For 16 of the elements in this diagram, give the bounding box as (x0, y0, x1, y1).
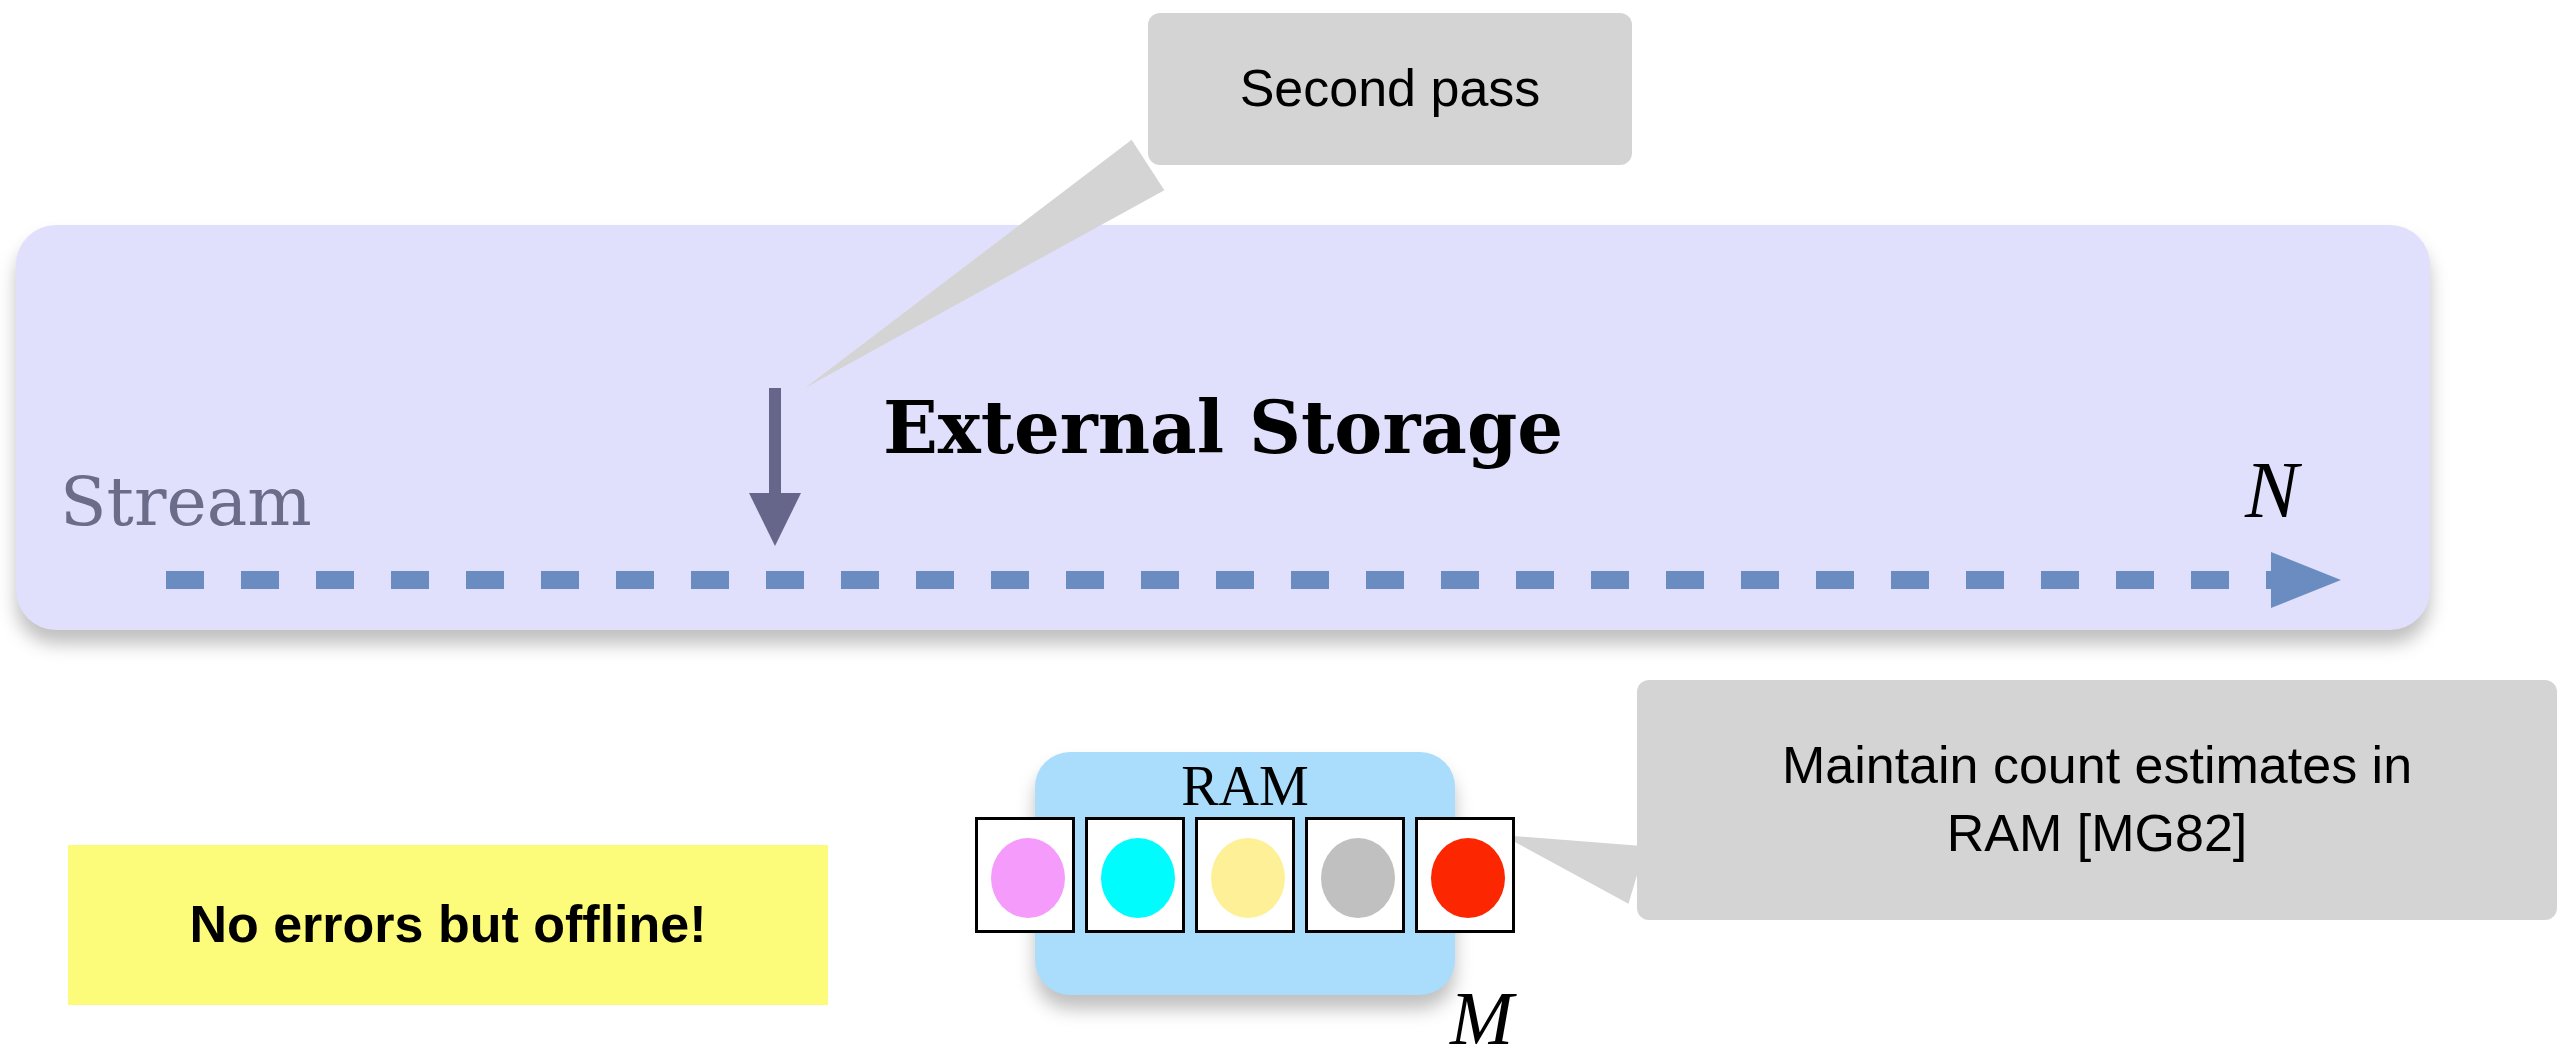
memory-cell (1195, 817, 1295, 933)
callout-pointer (805, 139, 1165, 388)
callout-box (1148, 13, 1632, 165)
memory-cell (1305, 817, 1405, 933)
memory-cell (1085, 817, 1185, 933)
axis-label: Stream (60, 462, 312, 541)
callout-text: Second pass (1238, 58, 1542, 120)
callout-box (1637, 680, 2557, 920)
ram-label: RAM (1180, 754, 1310, 819)
memory-cell (975, 817, 1075, 933)
panel-title: External Storage (881, 383, 1565, 472)
callout-text: Maintain count estimates in RAM [MG82] (1780, 735, 2414, 864)
storage-panel (16, 225, 2430, 630)
memory-cell (1415, 817, 1515, 933)
note-text: No errors but offline! (188, 894, 708, 956)
note-box (68, 845, 828, 1005)
